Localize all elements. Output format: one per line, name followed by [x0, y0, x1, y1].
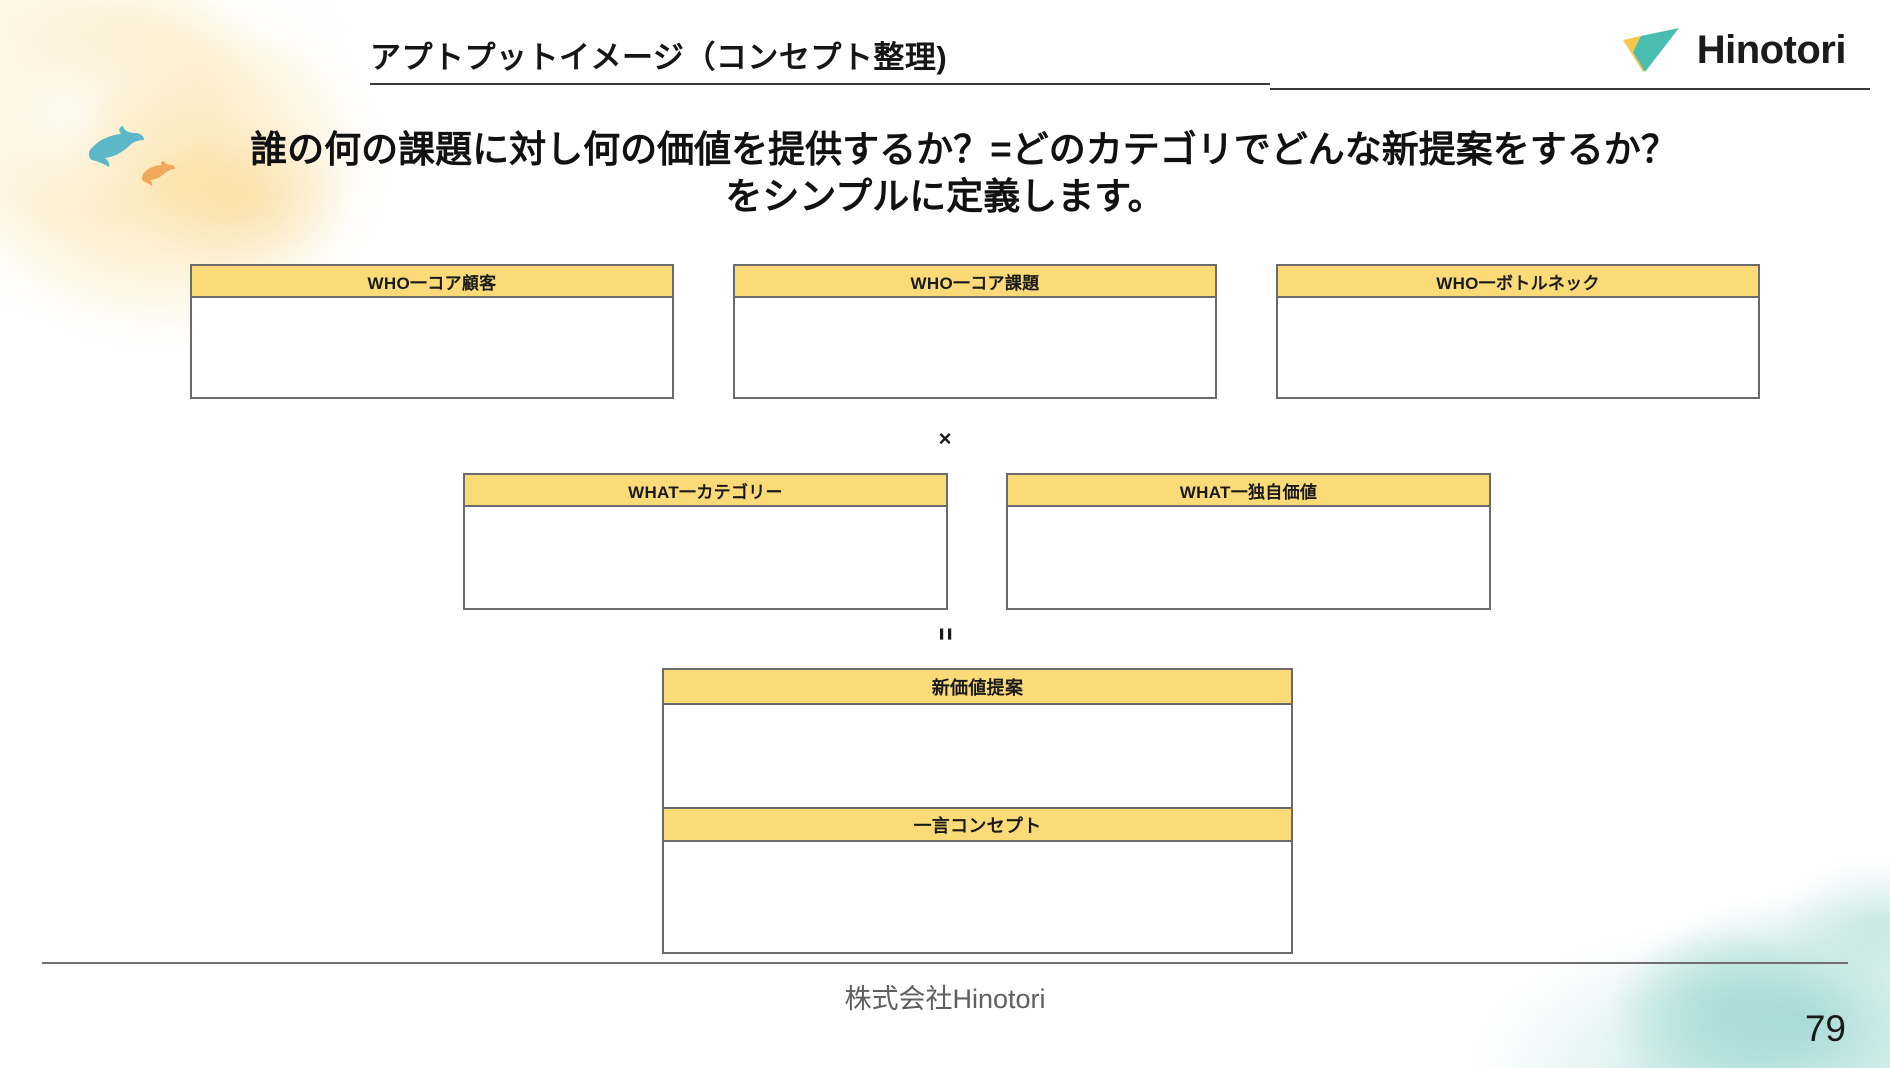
what-unique-value-box[interactable]: WHAT一独自価値 [1006, 473, 1491, 610]
page-number: 79 [1804, 1008, 1846, 1049]
bird-teal-icon [88, 126, 144, 167]
operator-equals-glyph: = [928, 627, 963, 639]
what-unique-value-input[interactable] [1008, 507, 1489, 608]
who-core-issue-input[interactable] [735, 298, 1215, 397]
page-title-underline: アプトプットイメージ（コンセプト整理) [370, 32, 1270, 85]
operator-multiply: × [938, 426, 952, 451]
who-bottleneck-box[interactable]: WHO一ボトルネック [1276, 264, 1760, 399]
result-stack[interactable]: 新価値提案 一言コンセプト [662, 668, 1293, 954]
header-divider [1270, 88, 1870, 90]
footer-divider [42, 962, 1848, 964]
who-core-issue-header: WHO一コア課題 [735, 266, 1215, 298]
who-core-customer-box[interactable]: WHO一コア顧客 [190, 264, 674, 399]
what-category-header: WHAT一カテゴリー [465, 475, 946, 507]
lead-copy-line-1: 誰の何の課題に対し何の価値を提供するか？=どのカテゴリでどんな新提案をするか？ [250, 129, 1678, 170]
lead-copy: 誰の何の課題に対し何の価値を提供するか？=どのカテゴリでどんな新提案をするか？ … [0, 126, 1890, 221]
lead-copy-line-2: をシンプルに定義します。 [725, 176, 1165, 218]
who-bottleneck-header: WHO一ボトルネック [1278, 266, 1758, 298]
new-value-proposal-input[interactable] [664, 705, 1291, 807]
hinotori-check-bird-logo-icon [1622, 28, 1679, 72]
who-core-customer-header: WHO一コア顧客 [192, 266, 672, 298]
new-value-proposal-header: 新価値提案 [664, 670, 1291, 705]
brand-logo-text: Hinotori [1696, 28, 1847, 72]
operator-equals: = [0, 620, 1890, 646]
one-line-concept-input[interactable] [664, 842, 1291, 952]
one-line-concept-header: 一言コンセプト [664, 807, 1291, 842]
footer-company-name: 株式会社Hinotori [844, 984, 1046, 1014]
who-bottleneck-input[interactable] [1278, 298, 1758, 397]
brand-logo: Hinotori [1621, 26, 1847, 74]
who-core-customer-input[interactable] [192, 298, 672, 397]
slide-header: アプトプットイメージ（コンセプト整理) Hinotori [0, 0, 1890, 100]
what-unique-value-header: WHAT一独自価値 [1008, 475, 1489, 507]
page-title: アプトプットイメージ（コンセプト整理) [370, 40, 948, 75]
what-category-box[interactable]: WHAT一カテゴリー [463, 473, 948, 610]
who-core-issue-box[interactable]: WHO一コア課題 [733, 264, 1217, 399]
bird-orange-icon [142, 161, 175, 186]
what-category-input[interactable] [465, 507, 946, 608]
